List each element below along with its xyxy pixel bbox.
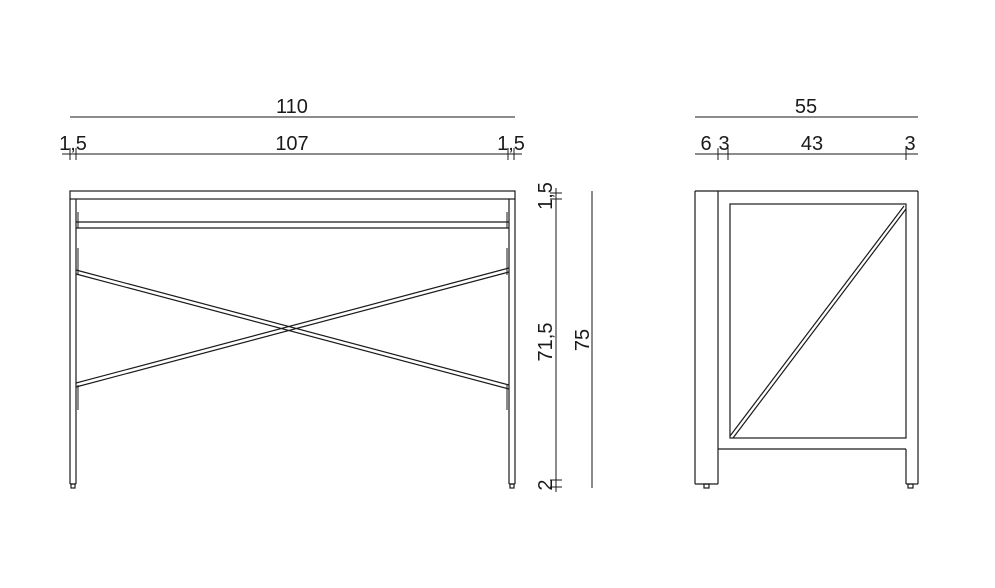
dim-side-right-post-label: 3 xyxy=(904,133,915,155)
dim-front-offset-label: 6 xyxy=(700,133,711,155)
dim-total-height: 75 xyxy=(572,191,594,488)
dim-total-height-label: 75 xyxy=(572,329,594,351)
dim-left-post-label: 1,5 xyxy=(59,133,87,155)
dim-inner-width: 1,5 107 1,5 xyxy=(59,133,525,160)
side-table-outline xyxy=(694,190,919,489)
dim-vertical-chain: 1,5 71,5 2 xyxy=(535,182,562,492)
dim-overall-depth-label: 55 xyxy=(795,96,817,118)
dim-right-post-label: 1,5 xyxy=(497,133,525,155)
dim-foot-height-label: 2 xyxy=(535,479,557,490)
dim-overall-depth: 55 xyxy=(695,96,918,118)
front-view: 110 1,5 107 1,5 xyxy=(59,96,594,492)
front-table-outline xyxy=(69,190,516,489)
dim-side-left-post-label: 3 xyxy=(718,133,729,155)
side-view: 55 6 3 43 3 xyxy=(694,96,919,489)
dim-overall-width-label: 110 xyxy=(276,96,308,118)
dim-depth-chain: 6 3 43 3 xyxy=(695,133,918,160)
dim-body-height-label: 71,5 xyxy=(535,323,557,362)
dim-inner-depth-label: 43 xyxy=(801,133,823,155)
dim-inner-width-label: 107 xyxy=(275,133,308,155)
dim-overall-width: 110 xyxy=(70,96,515,118)
dim-top-thickness-label: 1,5 xyxy=(535,182,557,210)
